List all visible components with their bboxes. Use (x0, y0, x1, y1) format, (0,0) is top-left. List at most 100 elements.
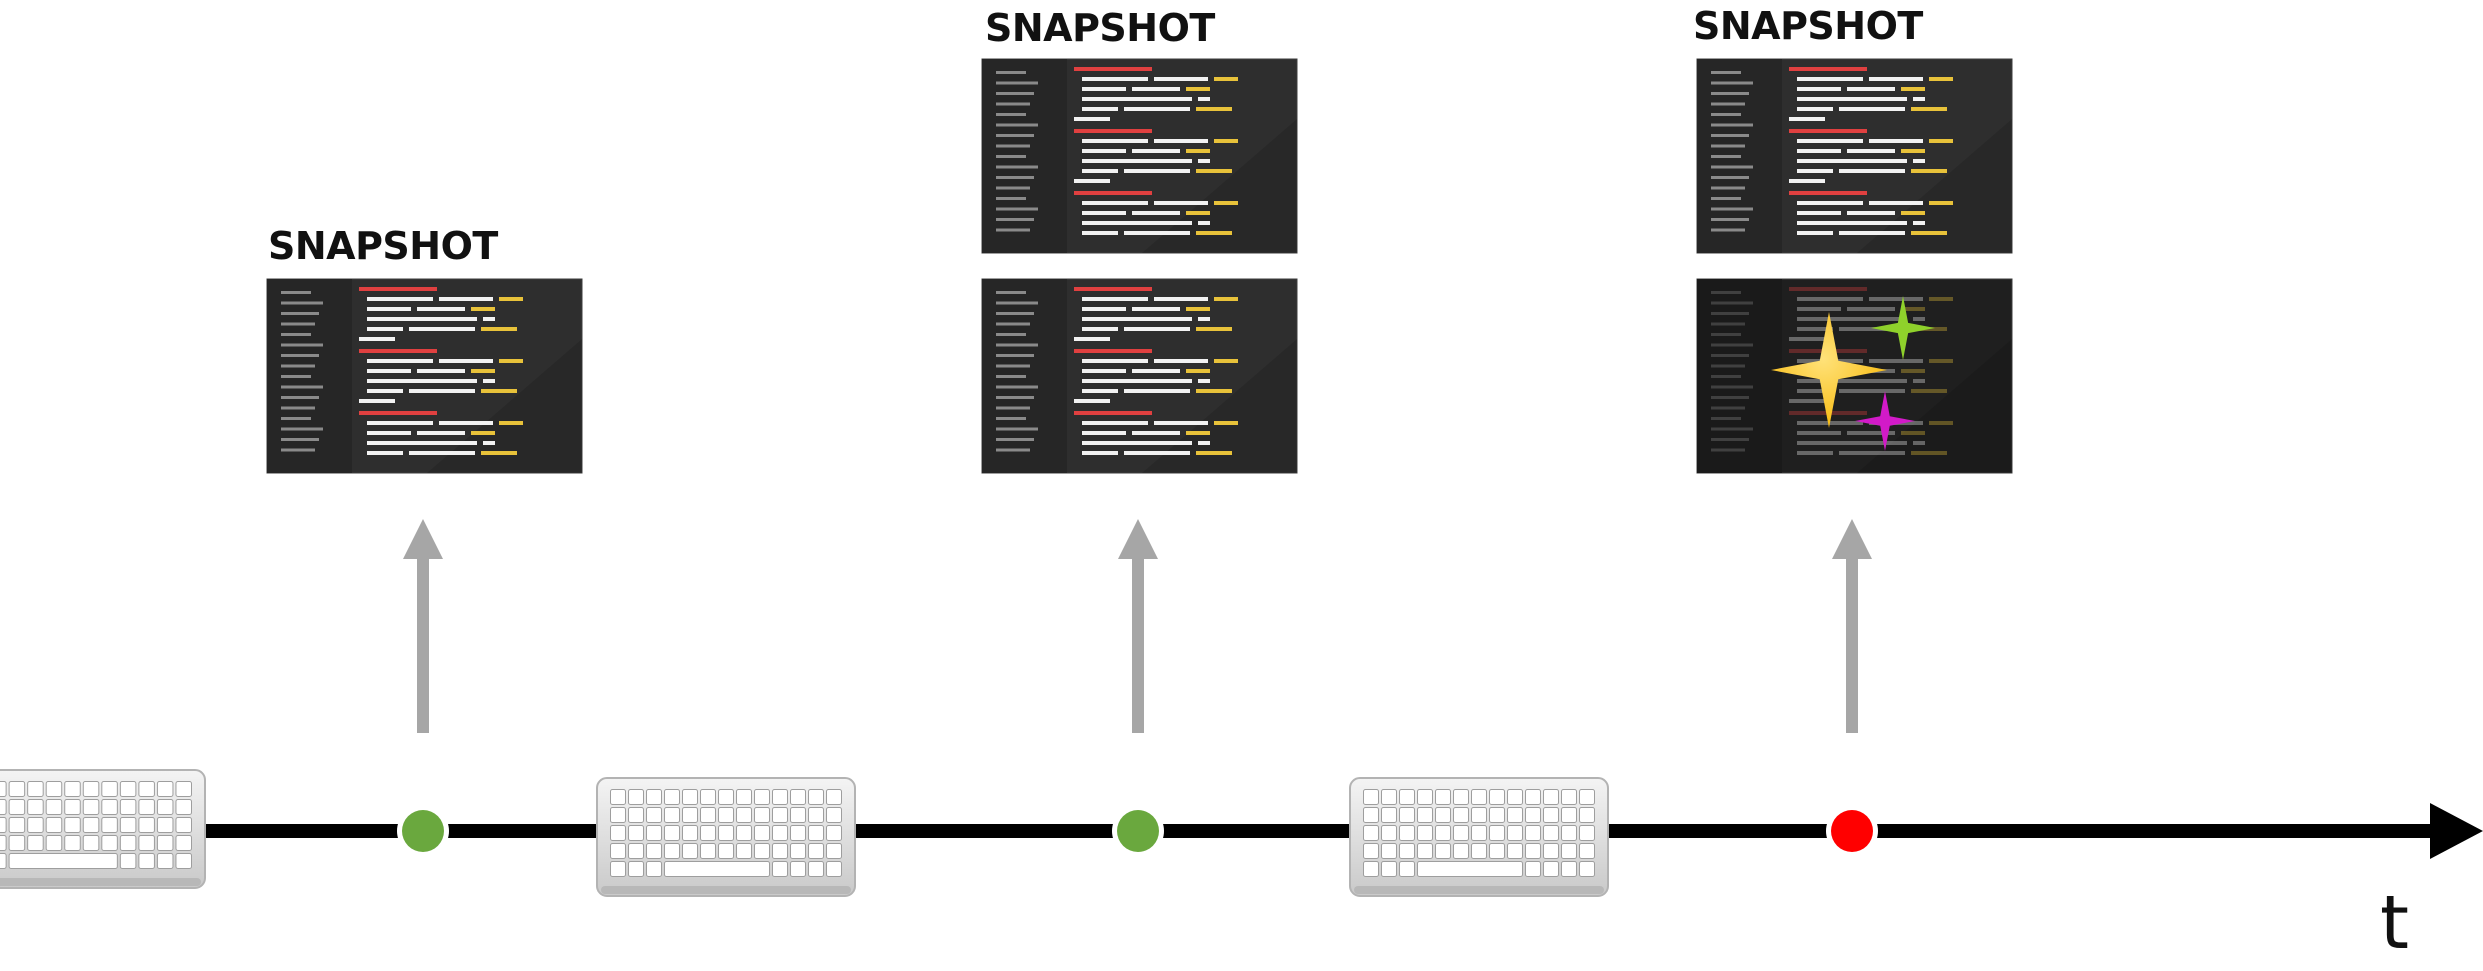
keyboard-key (0, 781, 7, 797)
keyboard-key (1417, 789, 1433, 805)
keyboard-key (772, 843, 788, 859)
keyboard-key (138, 817, 155, 833)
keyboard-key (1543, 807, 1559, 823)
gutter-line (281, 354, 319, 357)
code-editor-shade (427, 339, 582, 473)
code-snapshot-icon-1 (266, 278, 583, 474)
code-line (1074, 411, 1152, 415)
keyboard-key (1453, 843, 1469, 859)
keyboard-key (175, 799, 192, 815)
keyboard-key (772, 807, 788, 823)
code-line (1929, 139, 1953, 143)
keyboard-spacebar (1417, 861, 1523, 877)
code-line (481, 327, 517, 331)
keyboard-key (700, 825, 716, 841)
code-line (1082, 389, 1118, 393)
gutter-line (1711, 322, 1745, 326)
gutter-line (281, 406, 315, 410)
code-line (1154, 201, 1208, 205)
keyboard-key (156, 781, 174, 797)
keyboard-key (1489, 789, 1505, 805)
code-line (417, 369, 465, 373)
keyboard-key (736, 807, 752, 823)
keyboard-key (1417, 807, 1433, 823)
code-editor-shade (1857, 119, 2012, 253)
keyboard-key (45, 799, 63, 815)
keyboard-key (610, 861, 626, 877)
keyboard-key (1507, 825, 1523, 841)
keyboard-key (826, 843, 842, 859)
gutter-line (1711, 343, 1753, 347)
keyboard-key (772, 861, 788, 877)
keyboard-key (1381, 789, 1397, 805)
code-line (1082, 359, 1148, 363)
keyboard-key (175, 853, 192, 869)
keyboard-key (1507, 843, 1523, 859)
code-line (367, 327, 403, 331)
keyboard-key (754, 825, 770, 841)
keyboard-key (682, 789, 698, 805)
gutter-line (1711, 113, 1741, 116)
keyboard-key (1399, 807, 1415, 823)
code-line (481, 451, 517, 455)
code-line (1911, 231, 1947, 235)
keyboard-key (610, 789, 626, 805)
keyboard-key (138, 781, 155, 797)
code-line (1797, 201, 1863, 205)
keyboard-key (808, 789, 824, 805)
code-line (1124, 327, 1190, 331)
keyboard-key (826, 807, 842, 823)
gutter-line (1711, 364, 1745, 368)
code-line (483, 317, 495, 321)
code-line (1797, 297, 1863, 301)
gutter-line (1711, 396, 1749, 399)
keyboard-base (0, 878, 201, 886)
code-line (1901, 369, 1925, 373)
code-line (1839, 389, 1905, 393)
code-line (1186, 369, 1210, 373)
keyboard-icon-3 (1349, 777, 1609, 897)
keyboard-key (45, 781, 63, 797)
code-line (483, 441, 495, 445)
code-line (1911, 169, 1947, 173)
code-line (1797, 159, 1907, 163)
code-line (1082, 421, 1148, 425)
keyboard-key (119, 781, 137, 797)
keyboard-key (64, 799, 81, 815)
gutter-line (1711, 81, 1753, 85)
code-line (1789, 287, 1867, 291)
keyboard-key (175, 835, 192, 851)
checkpoint-dot-3 (1831, 810, 1873, 852)
keyboard-key (646, 807, 662, 823)
code-line (1797, 149, 1841, 153)
keyboard-key (27, 799, 44, 815)
keyboard-key (156, 853, 174, 869)
code-line (1869, 297, 1923, 301)
code-line (1082, 451, 1118, 455)
code-snapshot-icon-3a (1696, 58, 2013, 254)
code-line (1196, 327, 1232, 331)
keyboard-key (1507, 789, 1523, 805)
keyboard-key (64, 835, 81, 851)
keyboard-key (119, 799, 137, 815)
code-line (1074, 67, 1152, 71)
gutter-line (1711, 71, 1741, 74)
code-line (1847, 307, 1895, 311)
keyboard-key (1417, 843, 1433, 859)
keyboard-key (0, 853, 7, 869)
gutter-line (1711, 134, 1749, 137)
code-line (1186, 211, 1210, 215)
code-line (1929, 421, 1953, 425)
keyboard-key (1561, 789, 1577, 805)
code-line (1839, 169, 1905, 173)
code-line (1082, 201, 1148, 205)
code-line (1839, 327, 1905, 331)
code-editor-shade (1142, 339, 1297, 473)
code-line (1797, 169, 1833, 173)
code-line (1911, 451, 1947, 455)
gutter-line (996, 417, 1026, 420)
keyboard-key (1363, 789, 1379, 805)
gutter-line (281, 312, 319, 315)
code-line (367, 421, 433, 425)
keyboard-key (1435, 807, 1451, 823)
